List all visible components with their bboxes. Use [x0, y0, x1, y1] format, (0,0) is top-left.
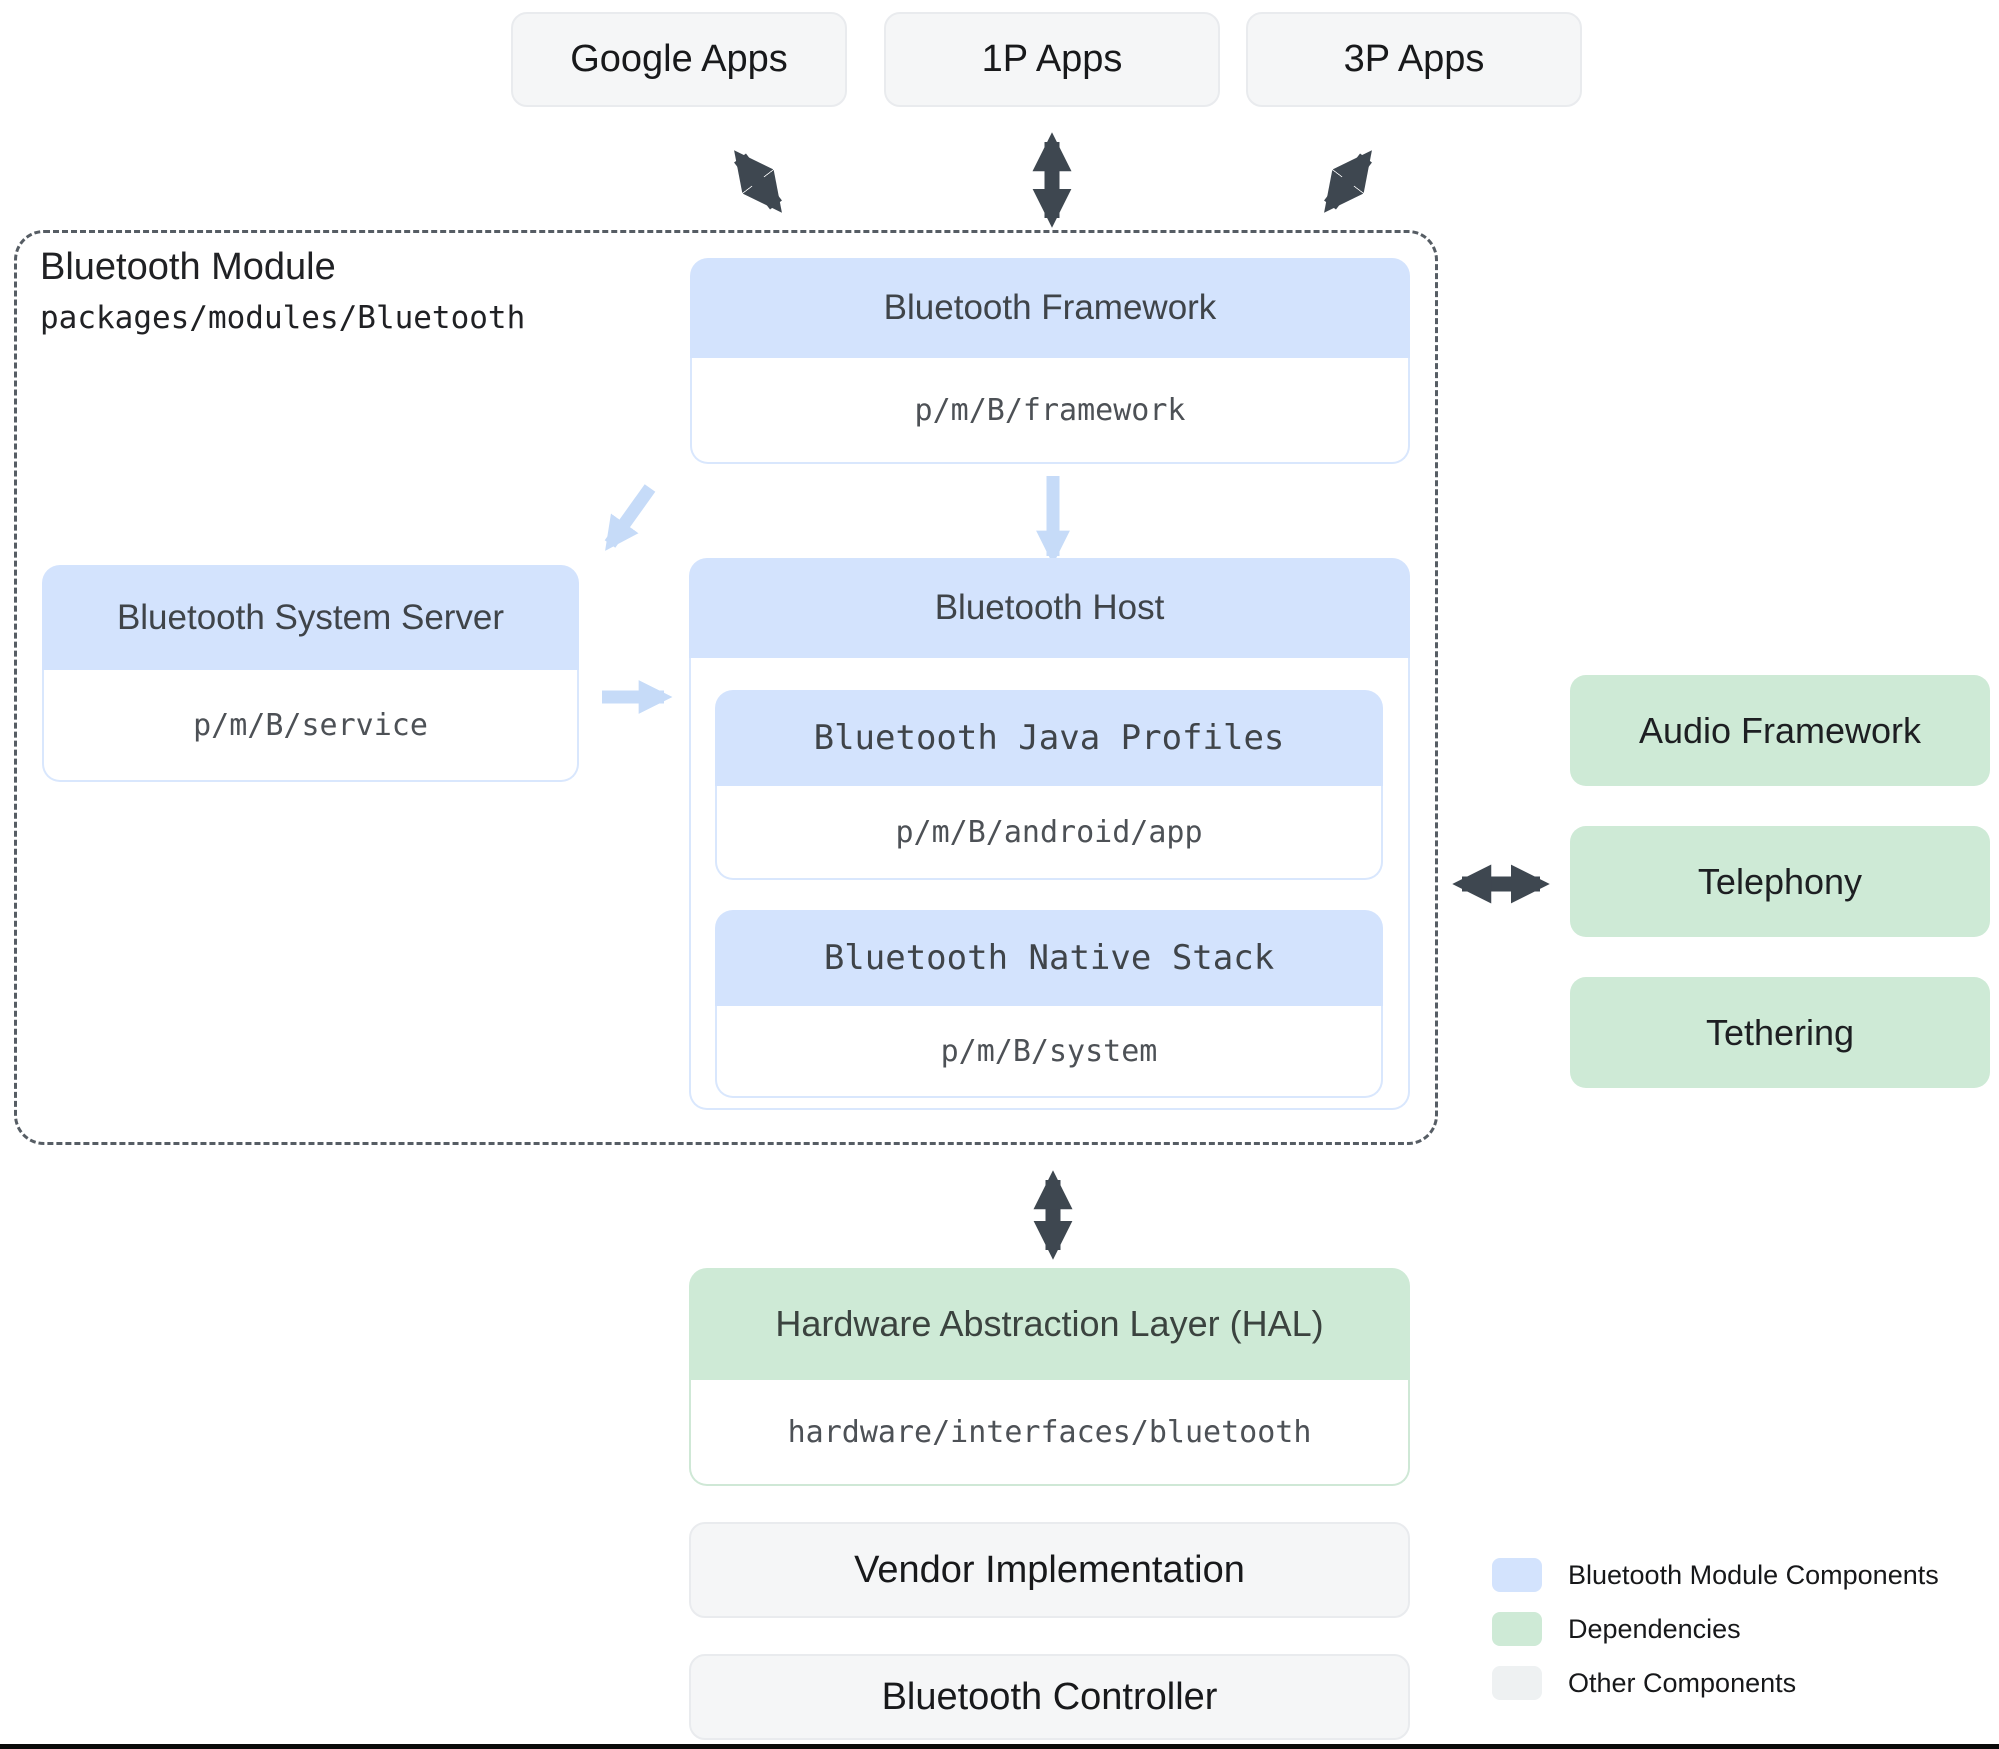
tethering-box: Tethering	[1570, 977, 1990, 1088]
legend-row-dependencies: Dependencies	[1492, 1612, 1741, 1646]
audio-framework-box: Audio Framework	[1570, 675, 1990, 786]
audio-framework-label: Audio Framework	[1638, 709, 1922, 751]
bluetooth-native-stack-path: p/m/B/system	[715, 1006, 1383, 1098]
vendor-implementation-box: Vendor Implementation	[689, 1522, 1410, 1618]
google-apps-box: Google Apps	[511, 12, 847, 107]
bluetooth-host-body: Bluetooth Java Profiles p/m/B/android/ap…	[689, 658, 1410, 1110]
3p-apps-label: 3P Apps	[1343, 38, 1485, 80]
bluetooth-framework-box: Bluetooth Framework p/m/B/framework	[690, 258, 1410, 464]
bluetooth-module-title: Bluetooth Module	[40, 246, 336, 288]
bottom-edge-line	[0, 1744, 1999, 1749]
bluetooth-host-box: Bluetooth Host Bluetooth Java Profiles p…	[689, 558, 1410, 1110]
bluetooth-system-server-title: Bluetooth System Server	[42, 565, 579, 670]
legend-label-dependencies: Dependencies	[1568, 1613, 1741, 1644]
legend-swatch-module-components	[1492, 1558, 1542, 1592]
1p-apps-box: 1P Apps	[884, 12, 1220, 107]
telephony-box: Telephony	[1570, 826, 1990, 937]
bluetooth-controller-label: Bluetooth Controller	[881, 1675, 1218, 1718]
bluetooth-framework-path: p/m/B/framework	[690, 358, 1410, 464]
legend-label-module-components: Bluetooth Module Components	[1568, 1559, 1939, 1590]
bluetooth-system-server-path: p/m/B/service	[42, 670, 579, 782]
tethering-label: Tethering	[1705, 1011, 1855, 1053]
vendor-implementation-label: Vendor Implementation	[854, 1548, 1245, 1591]
arrow-googleapps-module	[734, 150, 782, 213]
bluetooth-java-profiles-title: Bluetooth Java Profiles	[715, 690, 1383, 786]
hal-box: Hardware Abstraction Layer (HAL) hardwar…	[689, 1268, 1410, 1486]
bluetooth-java-profiles-box: Bluetooth Java Profiles p/m/B/android/ap…	[715, 690, 1383, 880]
bluetooth-controller-box: Bluetooth Controller	[689, 1654, 1410, 1740]
bluetooth-module-container	[14, 230, 1438, 1145]
bluetooth-module-path: packages/modules/Bluetooth	[40, 300, 526, 336]
arrow-3papps-module	[1324, 150, 1372, 213]
hal-path: hardware/interfaces/bluetooth	[689, 1380, 1410, 1486]
legend-label-other-components: Other Components	[1568, 1667, 1797, 1698]
bluetooth-java-profiles-path: p/m/B/android/app	[715, 786, 1383, 880]
legend-swatch-dependencies	[1492, 1612, 1542, 1646]
google-apps-label: Google Apps	[570, 38, 788, 80]
bluetooth-host-title: Bluetooth Host	[689, 558, 1410, 658]
bluetooth-native-stack-title: Bluetooth Native Stack	[715, 910, 1383, 1006]
telephony-label: Telephony	[1697, 860, 1863, 902]
hal-title: Hardware Abstraction Layer (HAL)	[689, 1268, 1410, 1380]
bluetooth-system-server-box: Bluetooth System Server p/m/B/service	[42, 565, 579, 782]
3p-apps-box: 3P Apps	[1246, 12, 1582, 107]
bluetooth-native-stack-box: Bluetooth Native Stack p/m/B/system	[715, 910, 1383, 1098]
legend-row-module-components: Bluetooth Module Components	[1492, 1558, 1939, 1592]
bluetooth-framework-title: Bluetooth Framework	[690, 258, 1410, 358]
legend-row-other-components: Other Components	[1492, 1666, 1796, 1700]
legend-swatch-other-components	[1492, 1666, 1542, 1700]
1p-apps-label: 1P Apps	[981, 38, 1123, 80]
